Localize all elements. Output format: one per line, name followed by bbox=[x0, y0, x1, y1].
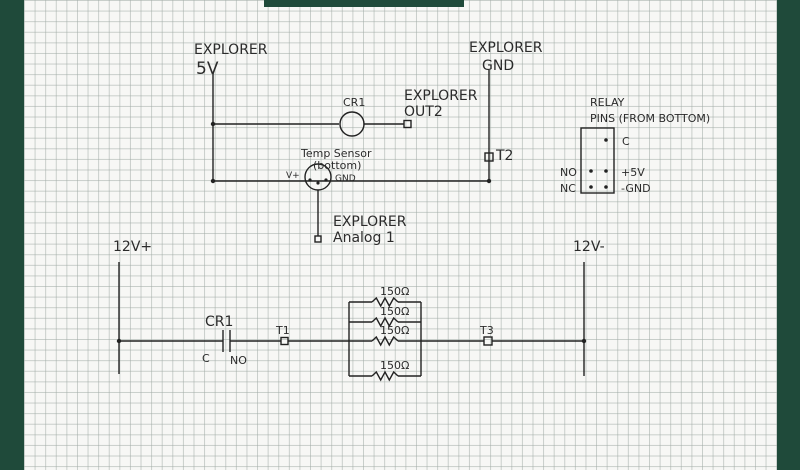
label-sensor-vplus: V+ bbox=[286, 171, 300, 181]
header-strip bbox=[264, 0, 464, 7]
node-5v-cr1 bbox=[210, 121, 216, 127]
label-relay-5v: +5V bbox=[621, 166, 645, 179]
resistor-label: 150Ω bbox=[380, 359, 409, 372]
label-12v-minus: 12V- bbox=[573, 239, 605, 255]
label-out2-2: OUT2 bbox=[404, 104, 443, 120]
sensor-pin-right bbox=[324, 178, 328, 182]
label-explorer-gnd-2: GND bbox=[482, 58, 514, 74]
label-temp-sensor-2: (bottom) bbox=[313, 159, 361, 172]
label-explorer-gnd-1: EXPLORER bbox=[469, 40, 543, 56]
resistor-label: 150Ω bbox=[380, 324, 409, 337]
resistor-150-ohm bbox=[371, 296, 399, 308]
graph-paper-sheet: EXPLORER 5V EXPLORER GND CR1 EXPLORER OU… bbox=[24, 0, 777, 470]
resistor-label: 150Ω bbox=[380, 305, 409, 318]
relay-pin-c bbox=[604, 138, 608, 142]
label-cr1-coil: CR1 bbox=[343, 96, 365, 109]
node-12v-minus bbox=[581, 338, 587, 344]
label-t2: T2 bbox=[495, 148, 513, 164]
label-relay-title-1: RELAY bbox=[590, 96, 625, 109]
terminal-out2 bbox=[403, 119, 412, 129]
terminal-t1 bbox=[280, 336, 289, 346]
label-out2-1: EXPLORER bbox=[404, 88, 478, 104]
resistor-150-ohm bbox=[371, 316, 399, 328]
label-relay-gnd: -GND bbox=[621, 182, 651, 195]
resistor-150-ohm bbox=[371, 370, 399, 382]
label-temp-sensor-1: Temp Sensor bbox=[300, 147, 372, 160]
label-explorer-5v-1: EXPLORER bbox=[194, 42, 268, 58]
relay-pin-box bbox=[580, 127, 615, 194]
label-analog1-1: EXPLORER bbox=[333, 214, 407, 230]
label-relay-no: NO bbox=[560, 166, 577, 179]
relay-coil-cr1 bbox=[339, 111, 365, 137]
resistor-label: 150Ω bbox=[380, 285, 409, 298]
resistor-150-ohm bbox=[371, 335, 399, 347]
node-5v-sensor bbox=[210, 178, 216, 184]
node-12v-plus bbox=[116, 338, 122, 344]
sensor-pin-center bbox=[316, 181, 320, 185]
label-t3: T3 bbox=[479, 324, 494, 337]
node-gnd-sensor bbox=[486, 178, 492, 184]
terminal-analog1 bbox=[314, 235, 322, 243]
resistor-group: 150Ω 150Ω 150Ω 150Ω bbox=[349, 285, 421, 382]
green-border-left bbox=[0, 0, 24, 470]
label-sensor-gnd: GND bbox=[335, 174, 356, 184]
green-border-right bbox=[777, 0, 800, 470]
label-cr1-contact: CR1 bbox=[205, 314, 233, 330]
label-relay-nc: NC bbox=[560, 182, 576, 195]
label-12v-plus: 12V+ bbox=[113, 239, 152, 255]
label-cr1-contact-no: NO bbox=[230, 354, 247, 367]
label-relay-title-2: PINS (FROM BOTTOM) bbox=[590, 112, 710, 125]
relay-pin-gnd bbox=[604, 185, 608, 189]
relay-pin-5v bbox=[604, 169, 608, 173]
relay-pin-nc bbox=[589, 185, 593, 189]
label-t1: T1 bbox=[275, 324, 290, 337]
terminal-t3 bbox=[483, 336, 493, 346]
relay-pin-no bbox=[589, 169, 593, 173]
circuit-schematic: EXPLORER 5V EXPLORER GND CR1 EXPLORER OU… bbox=[113, 40, 710, 382]
sensor-pin-left bbox=[308, 178, 312, 182]
label-cr1-contact-c: C bbox=[202, 352, 210, 365]
label-analog1-2: Analog 1 bbox=[333, 230, 395, 246]
label-explorer-5v-2: 5V bbox=[196, 59, 219, 79]
terminal-t2 bbox=[484, 152, 494, 162]
label-relay-c: C bbox=[622, 135, 630, 148]
